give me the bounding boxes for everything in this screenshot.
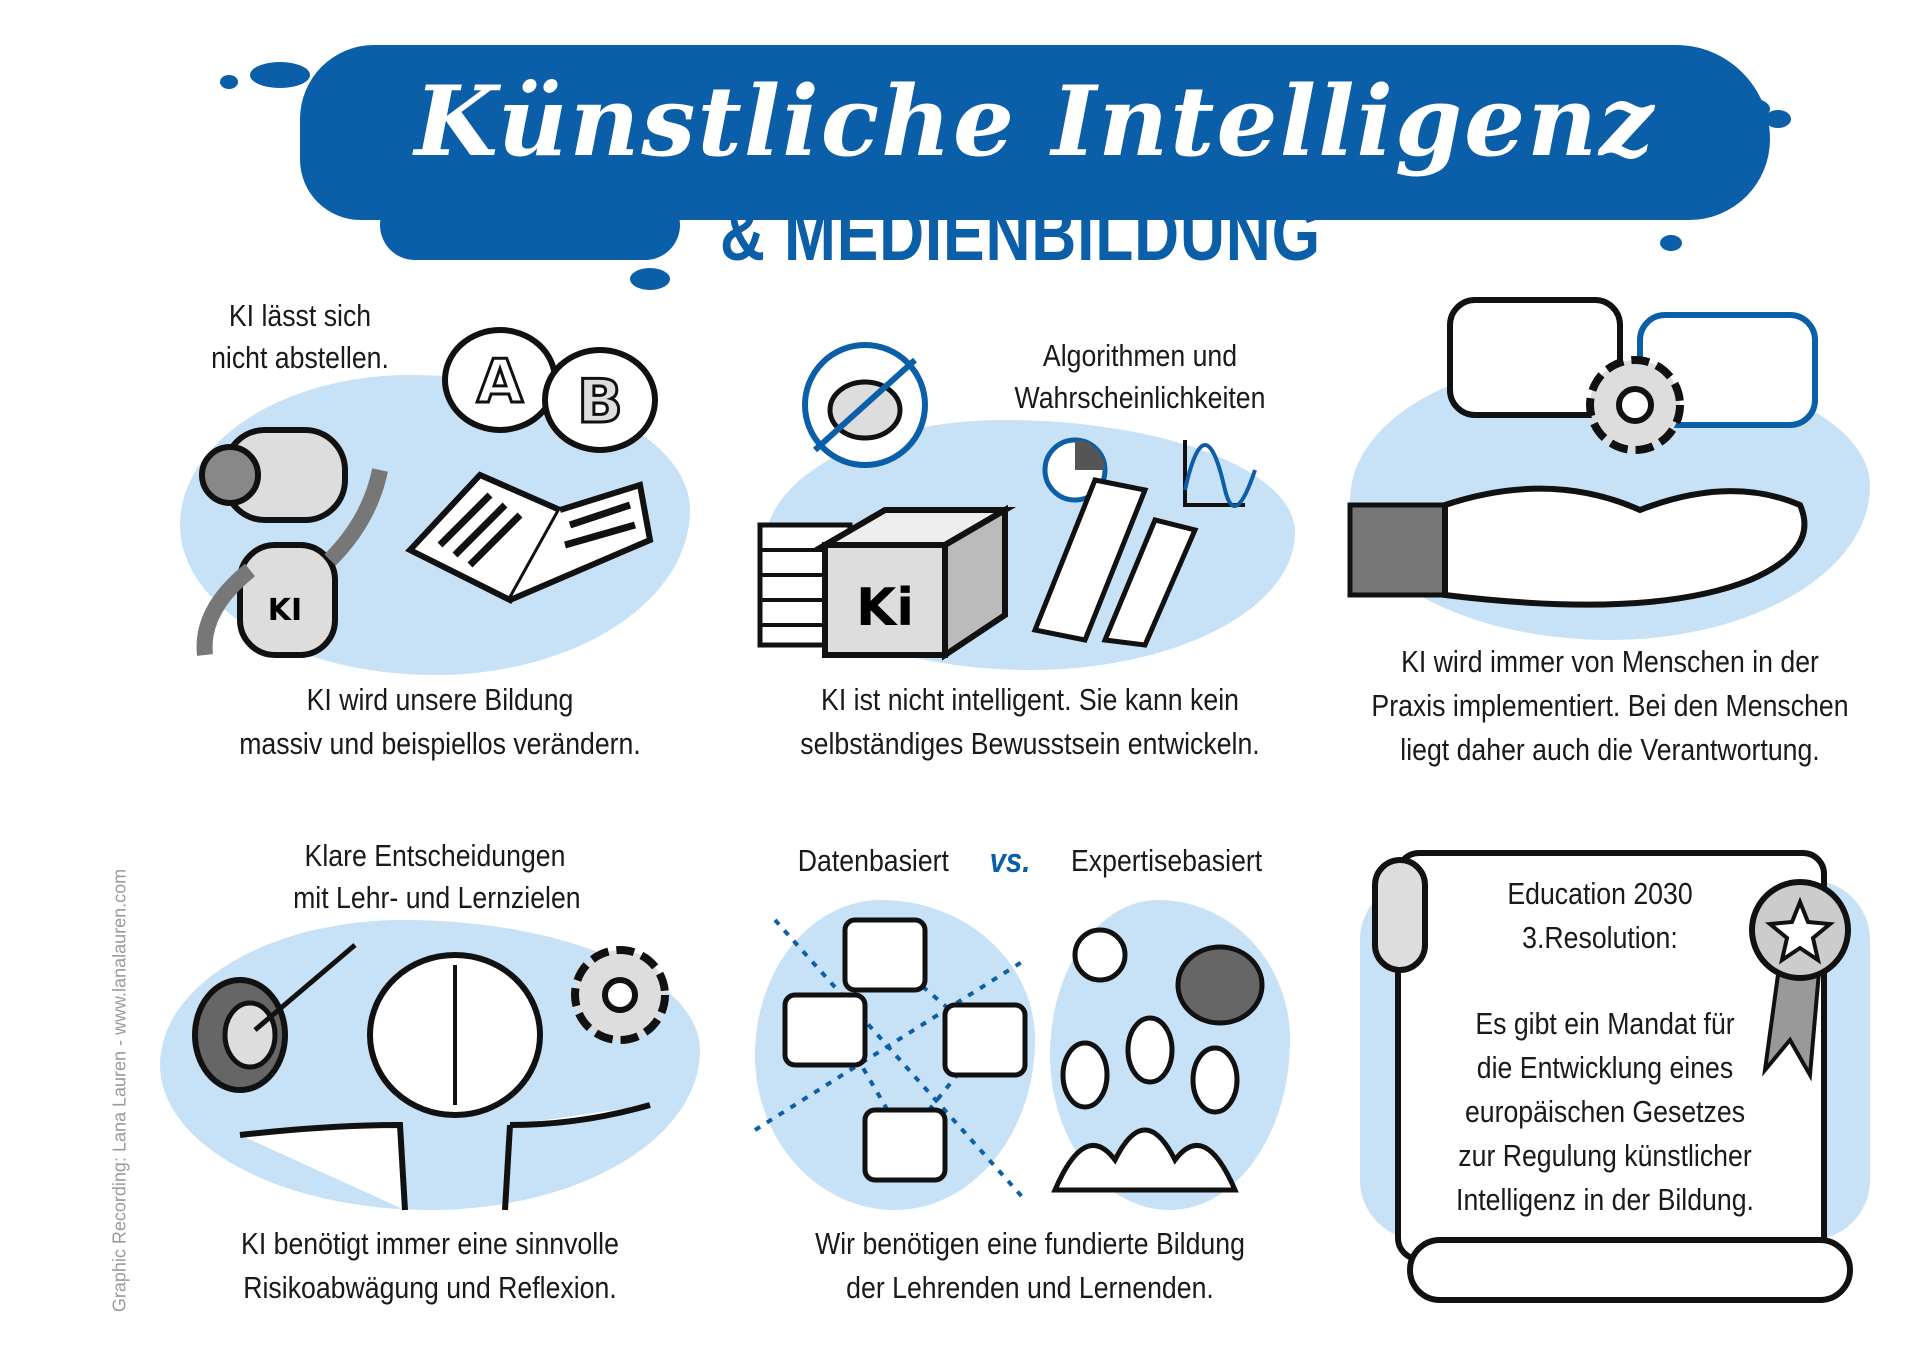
label-line: Wahrscheinlichkeiten bbox=[1014, 380, 1266, 415]
ink-drop bbox=[1700, 95, 1770, 123]
scroll-line: zur Regulung künstlicher bbox=[1458, 1138, 1752, 1173]
ink-drop bbox=[250, 62, 310, 88]
caption-line: selbständiges Bewusstsein entwickeln. bbox=[800, 726, 1260, 761]
data-vs-expertise-illustration bbox=[753, 917, 1265, 1202]
ampersand: & bbox=[720, 192, 766, 277]
scroll-text: Es gibt ein Mandat für die Entwicklung e… bbox=[1437, 1002, 1772, 1222]
scroll-line: Es gibt ein Mandat für bbox=[1475, 1006, 1735, 1041]
lightbulb-icon bbox=[1072, 927, 1128, 983]
caption-line: Praxis implementiert. Bei den Menschen bbox=[1371, 688, 1849, 723]
caption-line: Wir benötigen eine fundierte Bildung bbox=[815, 1226, 1245, 1261]
ink-drop bbox=[220, 75, 238, 89]
scroll-heading-line: Education 2030 bbox=[1507, 876, 1693, 911]
robot-book-illustration: KI A B bbox=[196, 327, 658, 658]
scroll-heading-line: 3.Resolution: bbox=[1522, 920, 1678, 955]
caption-line: liegt daher auch die Verantwortung. bbox=[1400, 732, 1820, 767]
caption-line: KI wird immer von Menschen in der bbox=[1401, 644, 1819, 679]
ink-drop bbox=[1660, 235, 1682, 251]
subtitle-text: MEDIENBILDUNG bbox=[783, 192, 1321, 277]
bubble-b-letter: B bbox=[577, 367, 623, 437]
panel-1-caption: KI wird unsere Bildung massiv und beispi… bbox=[216, 678, 663, 766]
caption-line: KI ist nicht intelligent. Sie kann kein bbox=[821, 682, 1239, 717]
label-expertise-based: Expertisebasiert bbox=[1071, 843, 1263, 878]
panel-2-caption: KI ist nicht intelligent. Sie kann kein … bbox=[781, 678, 1280, 766]
scroll-decoration bbox=[1372, 857, 1853, 1303]
label-vs: vs. bbox=[989, 842, 1031, 880]
brain-icon bbox=[1175, 944, 1265, 1026]
scroll-top-roll-icon bbox=[1372, 857, 1428, 973]
ink-drop bbox=[630, 268, 670, 290]
page-subtitle: & MEDIENBILDUNG bbox=[720, 190, 1376, 280]
label-data-based: Datenbasiert bbox=[797, 843, 949, 878]
caption-line: massiv und beispiellos verändern. bbox=[239, 726, 641, 761]
panel-4-caption: KI benötigt immer eine sinnvolle Risikoa… bbox=[206, 1222, 653, 1310]
caption-line: KI wird unsere Bildung bbox=[306, 682, 574, 717]
graph-icon bbox=[1183, 440, 1257, 508]
label-line: KI lässt sich bbox=[228, 298, 372, 333]
title-banner-drip bbox=[380, 190, 680, 260]
panel-1-label: KI lässt sich nicht abstellen. bbox=[188, 295, 412, 379]
label-line: Klare Entscheidungen bbox=[304, 838, 566, 873]
panel-5-label: Datenbasiert vs. Expertisebasiert bbox=[798, 840, 1262, 882]
open-book-icon bbox=[405, 471, 654, 604]
caption-line: KI benötigt immer eine sinnvolle bbox=[241, 1226, 619, 1261]
panel-2-label: Algorithmen und Wahrscheinlichkeiten bbox=[1002, 335, 1277, 419]
gear-icon bbox=[571, 946, 669, 1044]
scroll-line: Intelligenz in der Bildung. bbox=[1456, 1182, 1754, 1217]
speech-bubble-b-icon bbox=[542, 347, 658, 453]
hand-gear-illustration bbox=[1347, 297, 1818, 608]
scroll-heading: Education 2030 3.Resolution: bbox=[1454, 872, 1746, 960]
credit-text: Graphic Recording: Lana Lauren - www.lan… bbox=[109, 868, 130, 1313]
label-line: nicht abstellen. bbox=[211, 340, 389, 375]
panel-3-caption: KI wird immer von Menschen in der Praxis… bbox=[1361, 640, 1860, 772]
cube-label: Ki bbox=[856, 578, 914, 638]
label-line: mit Lehr- und Lernzielen bbox=[293, 880, 581, 915]
thinking-person-icon bbox=[239, 952, 651, 1211]
algorithm-illustration: Ki bbox=[757, 342, 1257, 661]
robot-badge: KI bbox=[268, 593, 302, 628]
caption-line: der Lehrenden und Lernenden. bbox=[846, 1270, 1214, 1305]
ki-cube-icon bbox=[813, 504, 1017, 661]
robot-icon bbox=[196, 427, 388, 658]
scroll-bottom-roll-icon bbox=[1407, 1237, 1853, 1303]
label-line: Algorithmen und bbox=[1042, 338, 1238, 373]
scroll-line: die Entwicklung eines bbox=[1476, 1050, 1734, 1085]
crossed-brain-icon bbox=[802, 342, 928, 468]
people-icon bbox=[1051, 1015, 1240, 1193]
open-hand-icon bbox=[1347, 485, 1808, 608]
target-icon bbox=[192, 943, 357, 1093]
ink-drop bbox=[1765, 110, 1791, 128]
panel-4-label: Klare Entscheidungen mit Lehr- und Lernz… bbox=[293, 835, 581, 919]
award-rosette-icon bbox=[1749, 879, 1851, 1082]
database-icon bbox=[782, 917, 1028, 1183]
caption-line: Risikoabwägung und Reflexion. bbox=[243, 1270, 617, 1305]
page-title: Künstliche Intelligenz bbox=[414, 65, 1656, 178]
decision-illustration bbox=[192, 943, 669, 1211]
scroll-line: europäischen Gesetzes bbox=[1464, 1094, 1746, 1129]
pie-chart-icon bbox=[1042, 437, 1108, 503]
bubble-a-letter: A bbox=[477, 347, 524, 417]
panel-5-caption: Wir benötigen eine fundierte Bildung der… bbox=[781, 1222, 1280, 1310]
receipt-strip-icon bbox=[1031, 477, 1199, 648]
gear-icon bbox=[1586, 356, 1684, 454]
